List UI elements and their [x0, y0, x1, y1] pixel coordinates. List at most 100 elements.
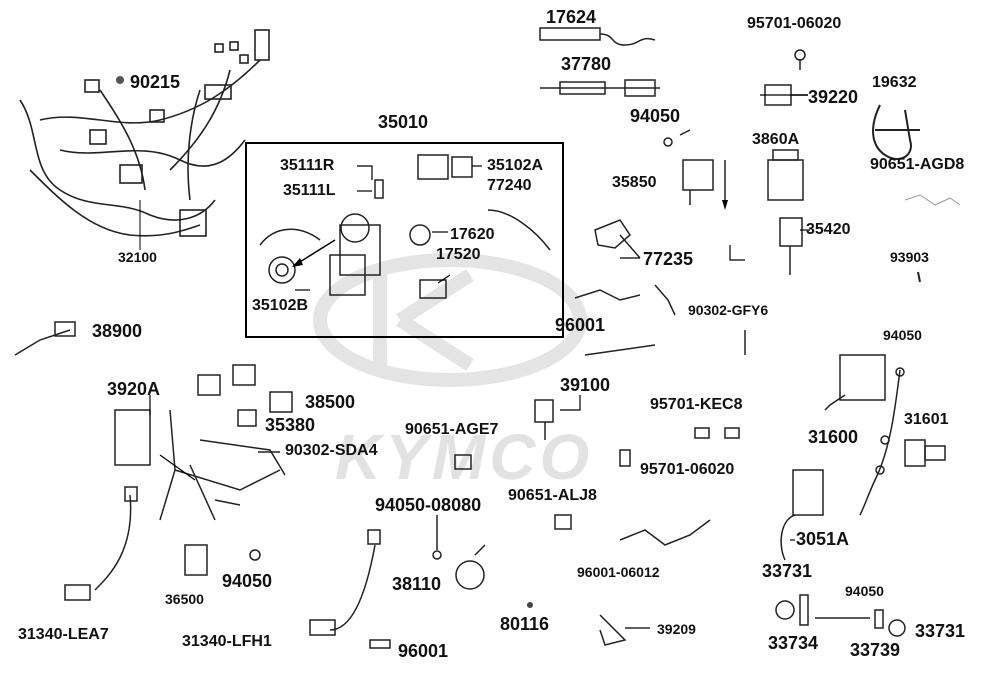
label-90651-AGE7: 90651-AGE7 [405, 421, 499, 438]
brand-watermark: KYMCO [335, 421, 594, 493]
label-33734: 33734 [768, 633, 819, 653]
label-96001-06012: 96001-06012 [577, 564, 660, 580]
label-31600: 31600 [808, 427, 859, 447]
label-33731-bot: 33731 [915, 621, 966, 641]
part-90651-AGE7 [454, 454, 472, 470]
label-35111L: 35111L [283, 182, 336, 199]
part-90651-AGD8 [904, 194, 961, 206]
label-35380: 35380 [265, 415, 316, 435]
horn-38110 [455, 544, 486, 590]
label-39209: 39209 [657, 621, 696, 637]
label-33739: 33739 [850, 640, 901, 660]
part-37780 [540, 79, 660, 97]
label-17620: 17620 [450, 226, 495, 243]
wire-96001-mid [574, 284, 676, 316]
label-90651-AGD8: 90651-AGD8 [870, 156, 965, 173]
label-39220: 39220 [808, 87, 859, 107]
label-96001-bot: 96001 [398, 641, 449, 661]
label-94050-b: 94050 [883, 327, 922, 343]
label-36500: 36500 [165, 591, 204, 607]
part-3860A [767, 149, 804, 201]
relays-38500 [197, 364, 293, 413]
label-35111R: 35111R [280, 157, 335, 174]
label-35420: 35420 [806, 221, 851, 238]
label-94050-a: 94050 [630, 106, 681, 126]
label-96001-mid: 96001 [555, 315, 606, 335]
label-38110: 38110 [392, 574, 442, 594]
label-32100: 32100 [118, 249, 157, 265]
part-35380 [237, 409, 257, 427]
label-94050-c: 94050 [845, 583, 884, 599]
part-35420 [779, 217, 803, 275]
label-94050-08080: 94050-08080 [375, 495, 482, 515]
label-90215: 90215 [130, 72, 181, 92]
part-36500 [184, 544, 208, 576]
label-35850: 35850 [612, 174, 657, 191]
leader-39100 [560, 395, 581, 411]
regulator-31600 [824, 354, 886, 411]
label-93903: 93903 [890, 249, 929, 265]
arrow-35102B [294, 239, 336, 266]
label-3051A: 3051A [796, 529, 850, 549]
bolts-95701-KEC8 [694, 427, 740, 439]
ignition-assembly-35010 [259, 154, 551, 299]
label-3920A: 3920A [107, 379, 161, 399]
label-95701-KEC8: 95701-KEC8 [650, 396, 743, 413]
label-38900: 38900 [92, 321, 143, 341]
bolt-96001-bottom [369, 639, 391, 649]
part-93903 [917, 271, 921, 283]
label-35010: 35010 [378, 112, 429, 132]
frame-3920A [114, 409, 286, 521]
wire-96001-06012 [619, 519, 711, 546]
part-80116 [527, 602, 533, 608]
part-35850 [682, 159, 714, 205]
bolt-95701-06020-mid [619, 449, 631, 467]
bolt-94050-d [249, 549, 261, 561]
label-31340-LEA7: 31340-LEA7 [18, 626, 109, 643]
label-39100: 39100 [560, 375, 611, 395]
label-90302-SDA4: 90302-SDA4 [285, 442, 378, 459]
label-77240: 77240 [487, 177, 532, 194]
label-17520: 17520 [436, 246, 481, 263]
part-90302-GFY6 [584, 330, 746, 356]
label-90302-GFY6: 90302-GFY6 [688, 302, 769, 318]
part-77235 [594, 219, 641, 259]
label-77235: 77235 [643, 249, 694, 269]
label-95701-06020-top: 95701-06020 [747, 15, 842, 32]
label-35102A: 35102A [487, 157, 544, 174]
label-94050-d: 94050 [222, 571, 273, 591]
label-31340-LFH1: 31340-LFH1 [182, 633, 272, 650]
label-33731-top: 33731 [762, 561, 813, 581]
label-3860A: 3860A [752, 131, 800, 148]
bolt-94050-a [663, 129, 691, 147]
clip-19632 [872, 104, 920, 160]
part-38900 [14, 321, 76, 356]
label-31601: 31601 [904, 411, 949, 428]
part-31601 [904, 439, 946, 467]
kymco-logo-watermark [313, 253, 587, 387]
bolt-90215 [116, 76, 124, 84]
sensor-31340-LFH1 [309, 529, 381, 636]
part-39100 [534, 399, 554, 440]
leader-lines-box [295, 165, 482, 291]
label-90651-ALJ8: 90651-ALJ8 [508, 487, 597, 504]
part-90651-ALJ8 [554, 514, 572, 530]
label-19632: 19632 [872, 74, 917, 91]
wire-harness-32100 [19, 29, 270, 237]
group-box-35010 [245, 142, 564, 338]
label-35102B: 35102B [252, 297, 309, 314]
wire-94050-b [859, 367, 905, 516]
sensor-31340-LEA7 [64, 486, 138, 601]
bracket-39209 [599, 614, 627, 646]
parts-33731-group [775, 594, 906, 637]
label-80116: 80116 [500, 614, 550, 634]
label-95701-06020-mid: 95701-06020 [640, 461, 735, 478]
bolt-95701-06020-top [794, 49, 806, 70]
coil-3051A [780, 469, 824, 561]
leader-lines [620, 94, 810, 541]
part-17624 [539, 27, 656, 46]
label-37780: 37780 [561, 54, 612, 74]
bolt-94050-08080 [432, 515, 442, 560]
label-38500: 38500 [305, 392, 356, 412]
